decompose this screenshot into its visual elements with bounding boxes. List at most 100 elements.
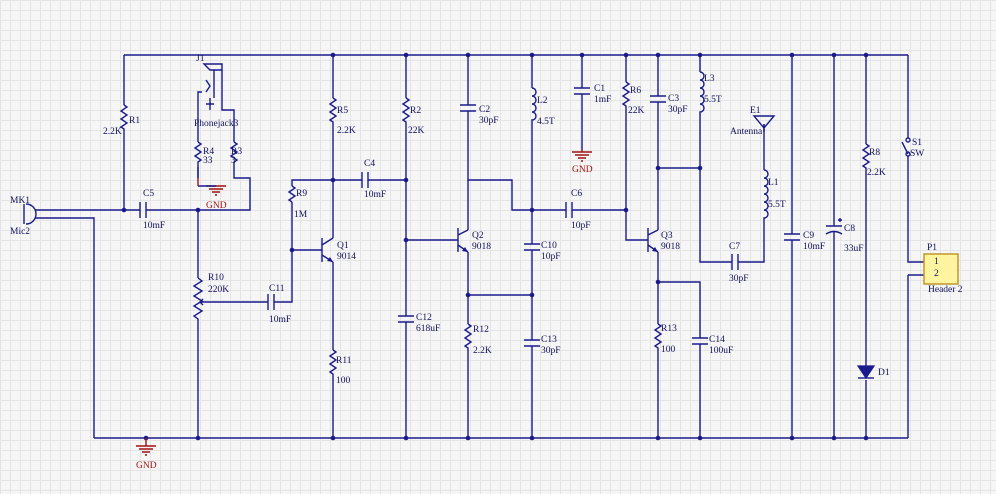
capacitor-c7	[726, 254, 742, 270]
c10-value: 10pF	[541, 252, 561, 262]
transistor-q1	[318, 237, 334, 263]
c12-value: 618uF	[416, 324, 440, 334]
c9-value: 10mF	[803, 242, 825, 252]
label-l2-value: 4.5T	[537, 117, 555, 127]
r5-ref: R5	[337, 106, 348, 116]
r10-value: 220K	[208, 285, 229, 295]
header-pin-1: 1	[934, 257, 939, 267]
r2-value: 22K	[408, 126, 425, 136]
transistor-q2	[452, 228, 469, 253]
transistor-q3	[644, 228, 659, 253]
gnd-label-3: GND	[572, 165, 593, 175]
resistor-r4	[193, 141, 203, 178]
header-p1-body	[923, 253, 959, 285]
label-q1-value: 9014	[337, 252, 356, 262]
label-q3-value: 9018	[661, 242, 680, 252]
c3-value: 30pF	[668, 105, 688, 115]
c13-ref: C13	[541, 335, 557, 345]
label-s1-ref: S1	[912, 138, 922, 148]
label-c8-value: 33uF	[844, 244, 864, 254]
resistor-r8	[861, 143, 871, 172]
label-p1-value: Header 2	[928, 285, 963, 295]
label-e1-ref: E1	[750, 106, 761, 116]
switch-symbol	[901, 137, 911, 157]
c14-ref: C14	[709, 335, 725, 345]
gnd-label-2: GND	[136, 461, 157, 471]
inductor-l3	[699, 71, 705, 118]
label-d1-ref: D1	[878, 368, 890, 378]
capacitor-c8	[825, 218, 843, 238]
label-c1-value: 1mF	[594, 95, 611, 105]
capacitor-c3	[650, 92, 666, 110]
r9-value: 1M	[294, 210, 308, 220]
r5-value: 2.2K	[337, 126, 356, 136]
label-p1-ref: P1	[927, 243, 937, 253]
antenna-symbol	[752, 115, 776, 132]
label-l3-ref: L3	[704, 74, 715, 84]
label-e1-value: Antenna	[730, 127, 763, 137]
diode-symbol	[856, 365, 876, 380]
resistor-r9	[287, 185, 297, 203]
c5-ref: C5	[143, 189, 154, 199]
mk1-value: Mic2	[10, 227, 30, 237]
c2-value: 30pF	[479, 116, 499, 126]
c12-ref: C12	[416, 313, 432, 323]
j1-ref: J1	[196, 54, 205, 64]
c4-ref: C4	[364, 159, 375, 169]
r1-ref: R1	[129, 116, 140, 126]
capacitor-c2	[460, 98, 476, 118]
capacitor-c10	[524, 240, 540, 258]
resistor-r10	[192, 277, 206, 326]
r11-value: 100	[336, 376, 351, 386]
r12-ref: R12	[473, 325, 489, 335]
r3-ref: R3	[231, 147, 242, 157]
c5-value: 10mF	[143, 221, 165, 231]
capacitor-c9	[784, 230, 800, 246]
mic-symbol	[23, 203, 37, 225]
r1-value: 2.2K	[103, 127, 122, 137]
junction-dots	[121, 52, 869, 441]
c11-ref: C11	[269, 284, 285, 294]
c13-value: 30pF	[541, 346, 561, 356]
label-s1-value: SW	[910, 149, 924, 159]
r6-value: 22K	[628, 106, 645, 116]
label-c1-ref: C1	[594, 84, 605, 94]
r13-value: 100	[661, 345, 676, 355]
r13-ref: R13	[661, 324, 677, 334]
r8-value: 2.2K	[867, 168, 886, 178]
header-pin-2: 2	[934, 269, 939, 279]
resistor-r6	[621, 81, 631, 108]
resistor-r2	[401, 97, 411, 126]
c14-value: 100uF	[709, 346, 733, 356]
capacitor-c14	[692, 334, 708, 352]
capacitor-c13	[524, 336, 540, 354]
label-c8-ref: C8	[844, 224, 855, 234]
r11-ref: R11	[336, 356, 352, 366]
mk1-ref: MK1	[10, 196, 30, 206]
r4-ref: R4	[203, 147, 214, 157]
r4-value: 33	[203, 156, 213, 166]
label-l2-ref: L2	[537, 96, 548, 106]
c7-ref: C7	[729, 242, 740, 252]
r3-value: 3	[231, 156, 236, 166]
c2-ref: C2	[479, 105, 490, 115]
label-l3-value: 5.5T	[704, 95, 722, 105]
inductor-l2	[531, 87, 537, 126]
ground-symbol	[197, 178, 226, 196]
capacitor-c5	[139, 202, 156, 218]
c10-ref: C10	[541, 241, 557, 251]
label-l1-value: 5.5T	[768, 200, 786, 210]
resistor-r3	[229, 141, 239, 167]
gnd-label-1: GND	[206, 201, 227, 211]
capacitor-c12	[398, 312, 414, 330]
resistor-r13	[653, 323, 663, 350]
ground-symbol	[136, 438, 156, 456]
r12-value: 2.2K	[473, 346, 492, 356]
j1-value: Phonejack3	[194, 119, 239, 129]
c6-ref: C6	[571, 189, 582, 199]
r2-ref: R2	[410, 106, 421, 116]
label-q2-ref: Q2	[472, 231, 484, 241]
